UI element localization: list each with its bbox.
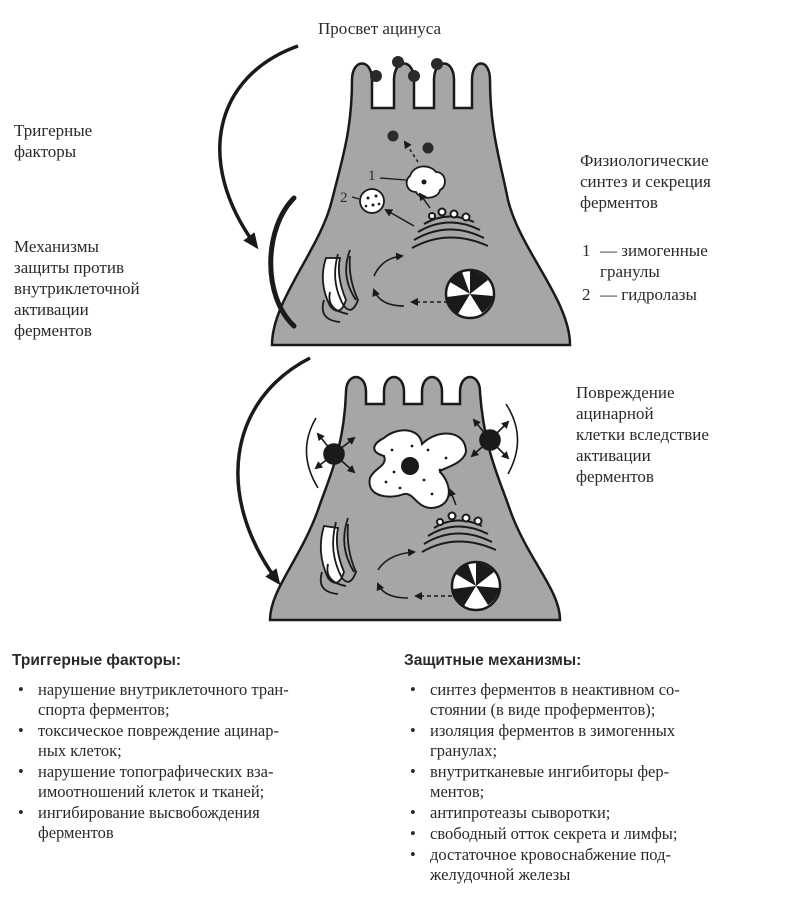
normal-acinar-cell [272,56,570,345]
list-item: изоляция ферментов в зимогенных гранулах… [404,721,780,761]
list-item: нарушение топографических вза- имоотноше… [12,762,387,802]
marker-2-label: 2 [340,188,348,209]
list-item: ингибирование высвобождения ферментов [12,803,387,843]
trigger-arrow-top [220,46,298,246]
protection-mechanisms-label: Механизмы защиты против внутриклеточной … [14,236,140,341]
damaged-acinar-cell [270,377,560,620]
nucleus [446,270,494,318]
protective-mechanisms-list: синтез ферментов в неактивном со- стояни… [404,680,780,886]
list-item: синтез ферментов в неактивном со- стояни… [404,680,780,720]
list-item: достаточное кровоснабжение под- желудочн… [404,845,780,885]
legend-1-text: — зимогенные гранулы [600,240,708,282]
protective-mechanisms-title: Защитные механизмы: [404,650,581,671]
cell-damage-label: Повреждение ацинарной клетки вследствие … [576,382,709,487]
list-item: нарушение внутриклеточного тран- спорта … [12,680,387,720]
trigger-factors-label: Тригерные факторы [14,120,92,162]
legend-2-text: — гидролазы [600,284,697,305]
list-item: антипротеазы сыворотки; [404,803,780,823]
legend-2-number: 2 [582,284,591,305]
normal-cell-body [272,64,570,346]
acinus-lumen-label: Просвет ацинуса [318,18,441,39]
trigger-factors-list: нарушение внутриклеточного тран- спорта … [12,680,387,844]
physiological-secretion-label: Физиологические синтез и секреция фермен… [580,150,711,213]
list-item: внутритканевые ингибиторы фер- ментов; [404,762,780,802]
marker-1-label: 1 [368,166,376,187]
legend-1-number: 1 [582,240,591,261]
list-item: свободный отток секрета и лимфы; [404,824,780,844]
nucleus-damaged [452,562,500,610]
list-item: токсическое повреждение ацинар- ных клет… [12,721,387,761]
trigger-factors-title: Триггерные факторы: [12,650,181,671]
